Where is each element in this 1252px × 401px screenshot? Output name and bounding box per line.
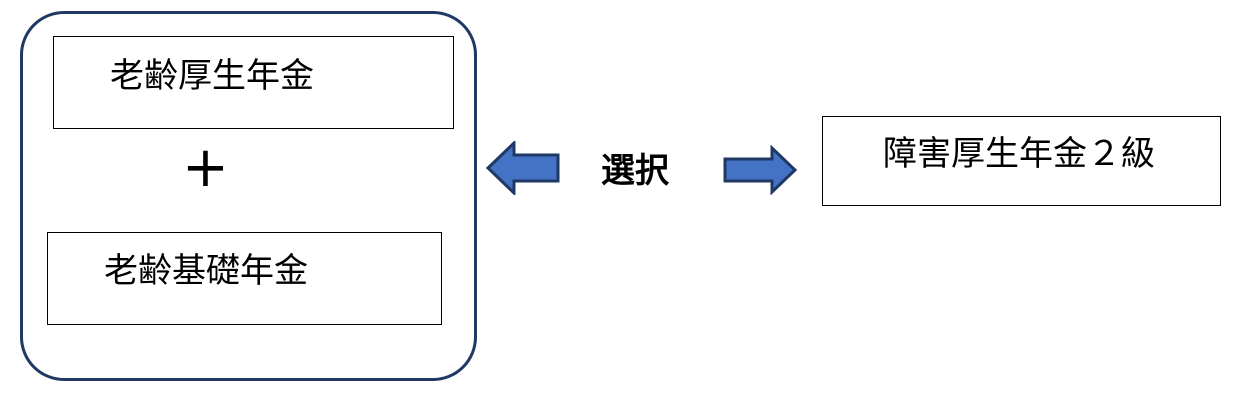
old-age-basic-pension-box: 老齢基礎年金 [47, 232, 442, 325]
choice-label: 選択 [601, 151, 669, 191]
plus-sign: + [182, 135, 229, 200]
option-group-frame [20, 11, 477, 381]
old-age-employee-pension-box: 老齢厚生年金 [53, 36, 454, 129]
old-age-basic-pension-label: 老齢基礎年金 [104, 251, 308, 291]
arrow-left-icon [486, 141, 560, 195]
disability-employee-pension-grade2-label: 障害厚生年金２級 [883, 134, 1155, 174]
disability-employee-pension-grade2-box: 障害厚生年金２級 [822, 116, 1221, 206]
arrow-right-icon [723, 145, 798, 195]
old-age-employee-pension-label: 老齢厚生年金 [110, 56, 314, 96]
